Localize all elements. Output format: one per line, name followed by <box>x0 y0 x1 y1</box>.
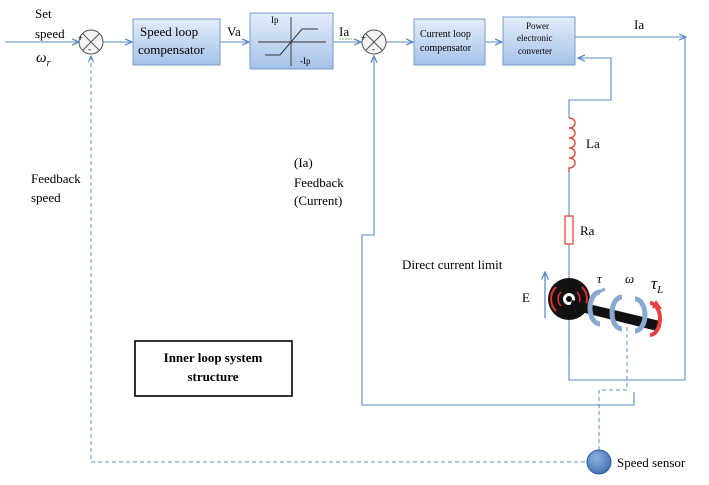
la-label: La <box>586 136 600 151</box>
power-label-2: electronic <box>517 33 552 43</box>
omega-r-label: ωr <box>36 50 51 69</box>
summing-junction-speed: + - <box>78 29 104 55</box>
summing-junction-current: + - <box>361 29 387 55</box>
wire-sensor-dashed <box>598 322 628 450</box>
power-label-3: converter <box>518 46 552 56</box>
current-loop-label-1: Current loop <box>420 29 471 40</box>
current-loop-label-2: compensator <box>420 43 472 54</box>
current-limiter-block: Ip -Ip <box>249 12 334 70</box>
sum1-plus-sign: + <box>78 33 83 43</box>
power-converter-block: Power electronic converter <box>502 16 576 66</box>
e-label: E <box>522 290 530 305</box>
wire-speed-feedback-dashed <box>91 56 585 463</box>
ra-label: Ra <box>580 223 595 238</box>
dc-motor <box>548 278 590 320</box>
info-box-line2: structure <box>187 369 238 384</box>
feedback-current-label-2: Feedback <box>294 175 344 190</box>
speed-loop-compensator-block: Speed loop compensator <box>132 18 221 66</box>
sum2-plus-sign: + <box>361 33 366 43</box>
tau-l-label: τL <box>651 274 663 296</box>
feedback-current-label-3: (Current) <box>294 193 342 208</box>
sum2-minus-sign: - <box>372 44 375 54</box>
feedback-speed-label-1: Feedback <box>31 171 81 186</box>
limiter-top-label: Ip <box>271 15 279 25</box>
ia-mid-label: Ia <box>339 24 349 39</box>
speed-sensor <box>586 449 612 475</box>
wire-current-feedback <box>361 56 635 406</box>
sum1-minus-sign: - <box>88 44 91 54</box>
ia-out-label: Ia <box>634 17 644 32</box>
set-speed-label-2: speed <box>35 26 65 41</box>
speed-sensor-label: Speed sensor <box>617 455 686 470</box>
inductor-la <box>568 117 576 172</box>
current-loop-compensator-block: Current loop compensator <box>413 18 486 66</box>
speed-loop-label-2: compensator <box>138 42 205 57</box>
direct-current-limit-label: Direct current limit <box>402 257 503 272</box>
wire-armature-top <box>568 58 612 118</box>
power-label-1: Power <box>526 21 549 31</box>
omega-label: ω <box>625 271 634 286</box>
info-box-line1: Inner loop system <box>164 350 263 365</box>
feedback-speed-label-2: speed <box>31 190 61 205</box>
limiter-bottom-label: -Ip <box>300 56 311 66</box>
tau-label: τ <box>597 271 603 286</box>
va-label: Va <box>227 24 241 39</box>
resistor-ra <box>564 215 574 245</box>
torque-arcs <box>587 287 662 337</box>
speed-loop-label-1: Speed loop <box>140 24 198 39</box>
inner-loop-info-box: Inner loop system structure <box>134 340 293 397</box>
feedback-current-label-1: (Ia) <box>294 155 313 170</box>
set-speed-label-1: Set <box>35 6 52 21</box>
